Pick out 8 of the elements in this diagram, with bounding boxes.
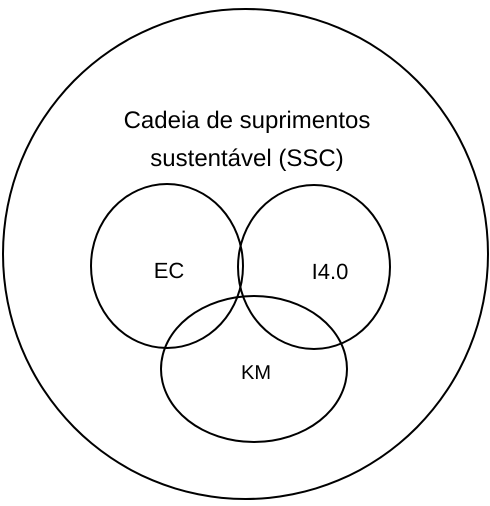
set-circle — [160, 295, 348, 443]
set-circle — [90, 183, 244, 349]
set-circle — [237, 184, 391, 350]
circle-label: I4.0 — [310, 258, 350, 286]
circle-label: KM — [240, 361, 272, 386]
circle-label: Cadeia de suprimentos sustentável (SSC) — [122, 106, 372, 174]
circle-label: EC — [152, 257, 186, 285]
outer-circle — [2, 8, 489, 500]
